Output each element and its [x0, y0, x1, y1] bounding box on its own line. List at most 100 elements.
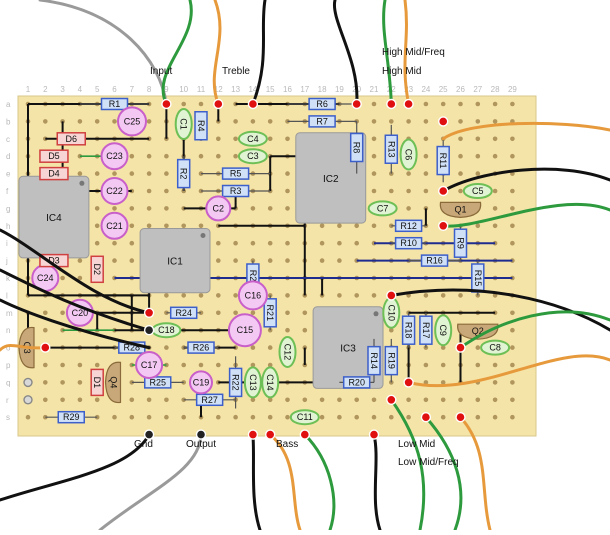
resistor-label: R2	[179, 168, 189, 180]
board-hole	[233, 415, 238, 420]
board-hole	[406, 119, 411, 124]
column-label: 2	[43, 85, 48, 94]
board-hole	[441, 398, 446, 403]
board-hole	[95, 206, 100, 211]
capacitor-label: C4	[247, 134, 259, 144]
wire-pad	[41, 343, 50, 352]
board-hole	[441, 363, 446, 368]
resistor-label: R7	[316, 116, 328, 126]
wire-pad	[248, 100, 257, 109]
column-label: 6	[112, 85, 117, 94]
row-label: s	[6, 413, 10, 422]
high-mid-label: High Mid	[382, 66, 421, 77]
board-hole	[60, 311, 65, 316]
board-hole	[60, 276, 65, 281]
resistor-label: R22	[231, 374, 241, 391]
column-label: 4	[78, 85, 83, 94]
board-hole	[424, 363, 429, 368]
board-hole	[268, 119, 273, 124]
resistor-label: R24	[175, 308, 192, 318]
treble-label: Treble	[222, 66, 250, 77]
board-hole	[43, 380, 48, 385]
capacitor-label: C11	[297, 412, 313, 422]
board-hole	[285, 311, 290, 316]
board-hole	[164, 189, 169, 194]
board-hole	[78, 119, 83, 124]
wire-pad	[248, 430, 257, 439]
board-hole	[510, 328, 515, 333]
capacitor-label: C21	[106, 221, 123, 231]
board-hole	[493, 102, 498, 107]
wire-pad	[387, 291, 396, 300]
resistor-label: R21	[265, 305, 275, 322]
board-hole	[337, 293, 342, 298]
board-hole	[510, 189, 515, 194]
board-hole	[424, 293, 429, 298]
board-hole	[337, 415, 342, 420]
board-hole	[476, 363, 481, 368]
column-label: 29	[508, 85, 517, 94]
board-hole	[476, 171, 481, 176]
board-hole	[181, 363, 186, 368]
column-label: 3	[60, 85, 65, 94]
board-hole	[458, 137, 463, 142]
board-hole	[389, 189, 394, 194]
row-label: p	[6, 361, 11, 370]
board-hole	[372, 102, 377, 107]
board-hole	[78, 380, 83, 385]
board-hole	[285, 293, 290, 298]
board-hole	[476, 154, 481, 159]
board-hole	[337, 224, 342, 229]
capacitor-label: C23	[106, 151, 123, 161]
capacitor-label: C7	[377, 203, 389, 213]
board-hole	[216, 415, 221, 420]
capacitor-label: C12	[283, 344, 293, 361]
board-hole	[164, 398, 169, 403]
board-hole	[112, 258, 117, 263]
board-hole	[147, 398, 152, 403]
board-hole	[493, 154, 498, 159]
row-label: c	[6, 135, 10, 144]
row-label: i	[6, 239, 8, 248]
board-hole	[130, 224, 135, 229]
board-hole	[285, 258, 290, 263]
board-hole	[268, 137, 273, 142]
board-hole	[43, 328, 48, 333]
board-hole	[251, 345, 256, 350]
board-hole	[147, 415, 152, 420]
row-label: a	[6, 100, 11, 109]
board-hole	[251, 241, 256, 246]
board-hole	[510, 311, 515, 316]
board-hole	[285, 171, 290, 176]
column-label: 5	[95, 85, 100, 94]
board-hole	[268, 241, 273, 246]
low-mid-label: Low Mid	[398, 439, 435, 450]
board-hole	[181, 415, 186, 420]
board-hole	[424, 102, 429, 107]
board-hole	[285, 206, 290, 211]
capacitor-label: C25	[124, 116, 141, 126]
column-label: 27	[473, 85, 482, 94]
board-hole	[372, 171, 377, 176]
resistor-label: R26	[193, 343, 210, 353]
board-hole	[458, 119, 463, 124]
board-hole	[303, 398, 308, 403]
diode-label: D5	[48, 151, 60, 161]
board-hole	[164, 293, 169, 298]
board-hole	[372, 154, 377, 159]
resistor-label: R15	[473, 270, 483, 287]
board-hole	[320, 398, 325, 403]
board-hole	[60, 380, 65, 385]
board-hole	[95, 398, 100, 403]
board-hole	[112, 171, 117, 176]
board-hole	[493, 119, 498, 124]
board-hole	[268, 415, 273, 420]
board-hole	[510, 380, 515, 385]
board-hole	[78, 398, 83, 403]
high-mid-freq-label: High Mid/Freq	[382, 47, 445, 58]
capacitor-label: C22	[106, 186, 123, 196]
board-hole	[95, 363, 100, 368]
resistor-label: R29	[63, 412, 80, 422]
board-hole	[354, 398, 359, 403]
